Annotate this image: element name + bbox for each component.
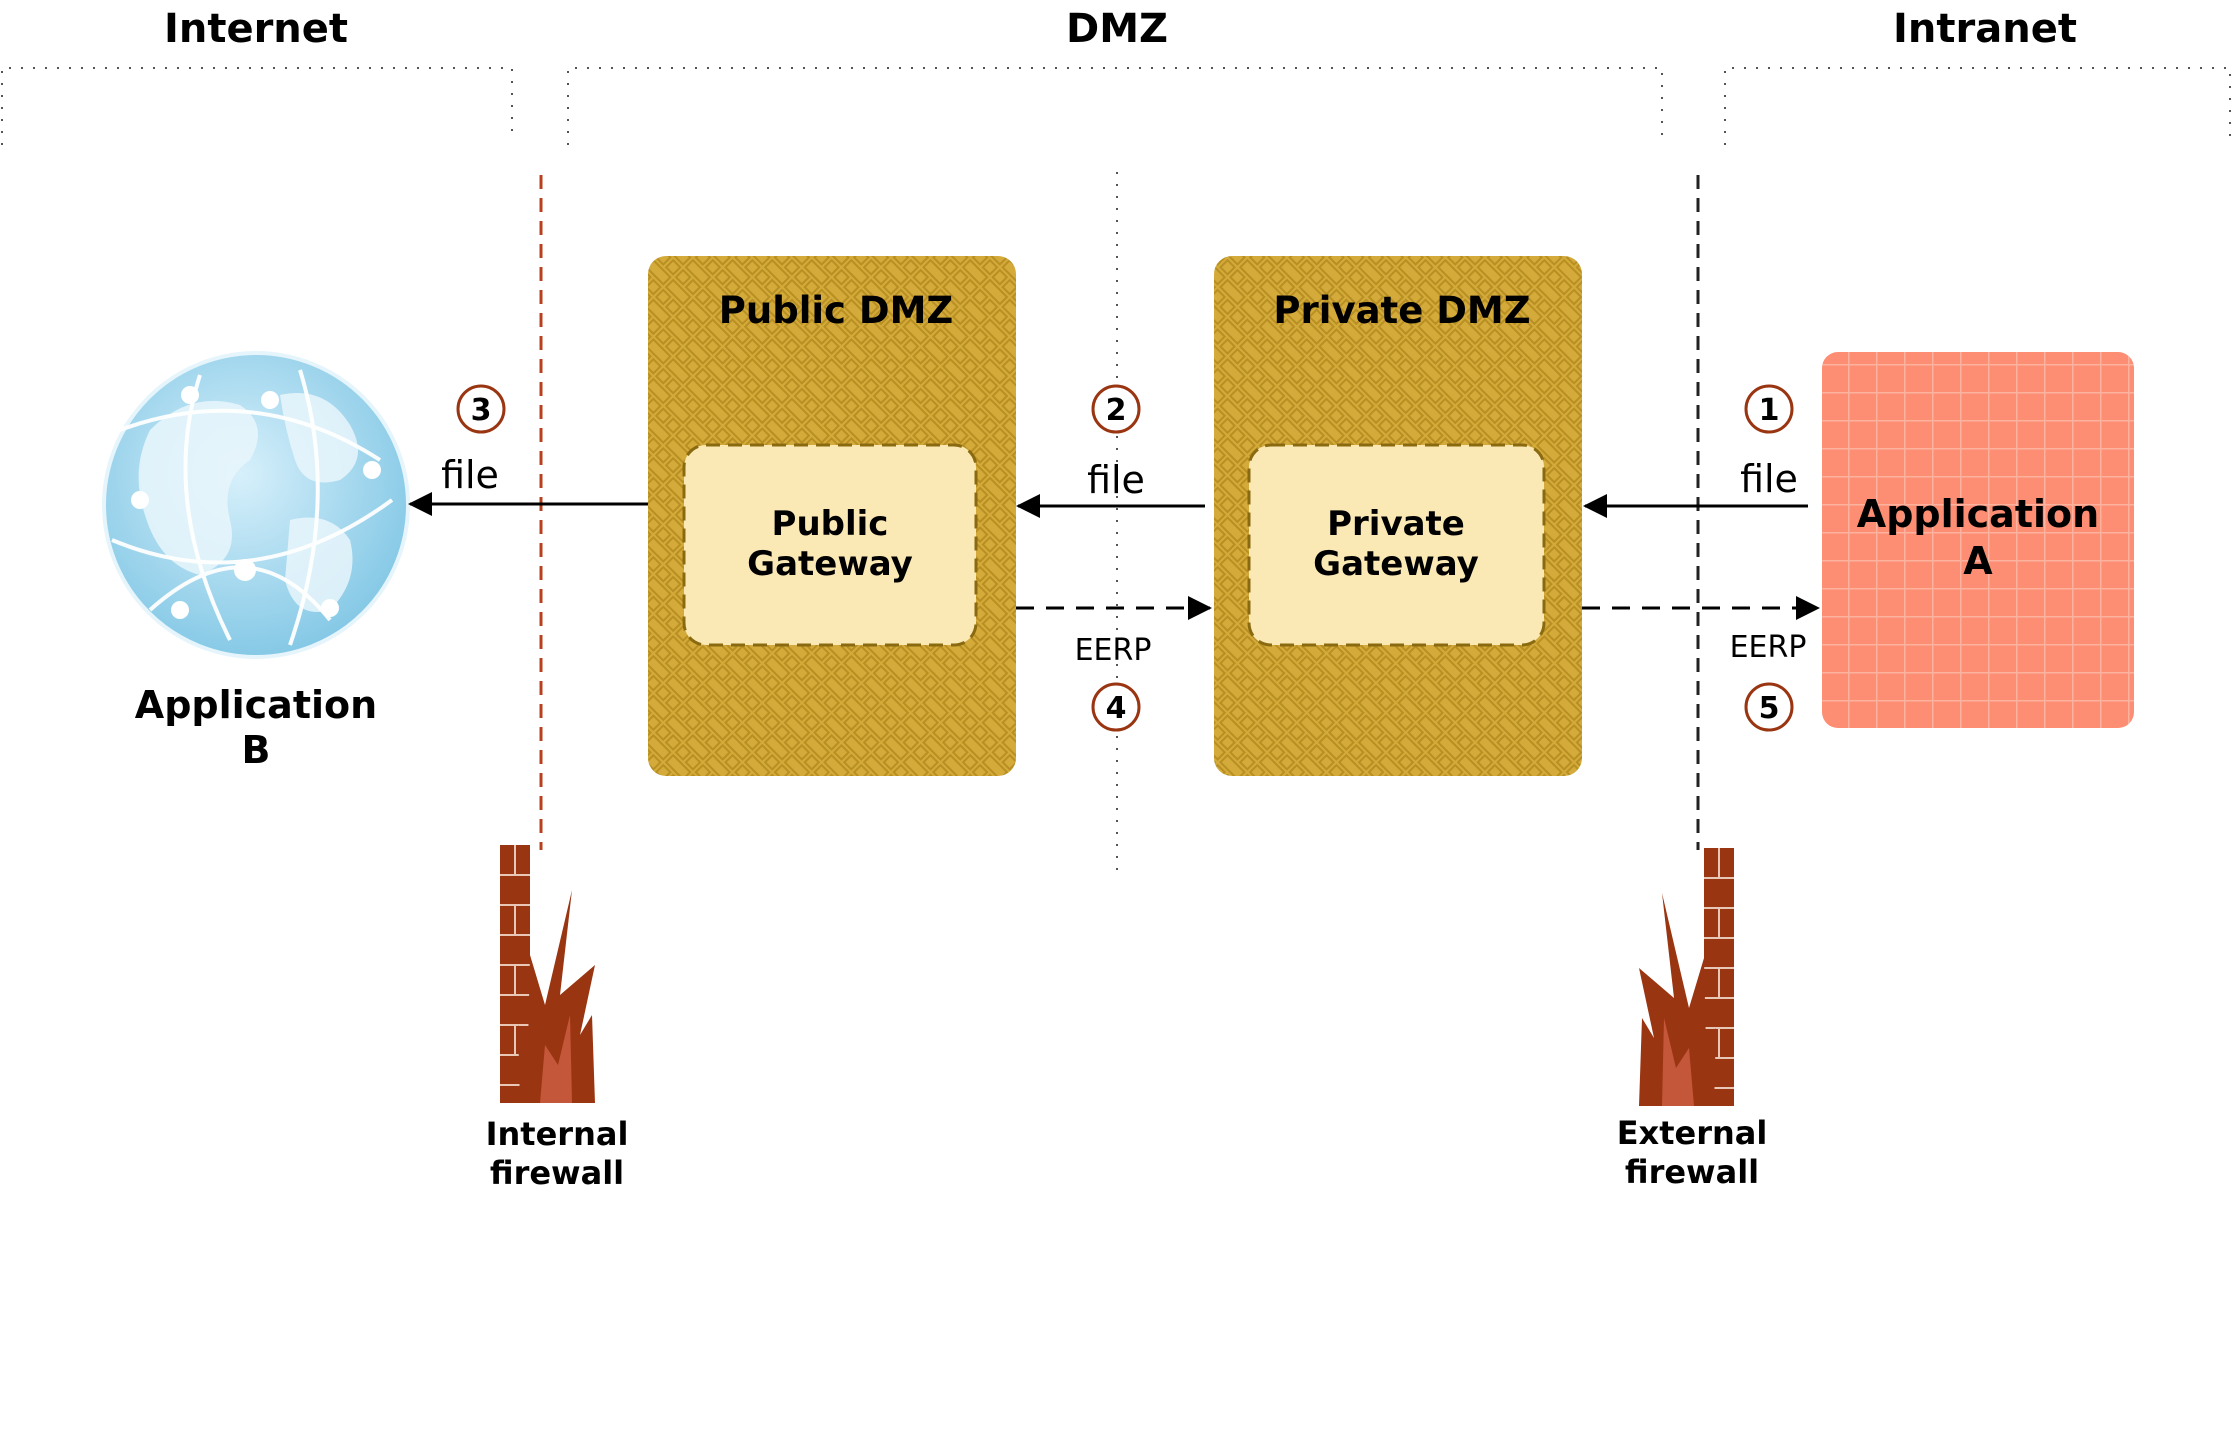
step-number-3: 3	[471, 393, 492, 428]
step-number-4: 4	[1106, 691, 1127, 726]
dmz-bracket	[567, 67, 1663, 145]
intranet-bracket	[1724, 67, 2231, 145]
step-number-5: 5	[1759, 691, 1780, 726]
application-a-box: Application A	[1822, 352, 2134, 728]
globe-icon	[102, 351, 410, 659]
step-badge-5: 5	[1744, 682, 1794, 732]
firewall-icon	[500, 845, 595, 1103]
step-badge-4: 4	[1091, 682, 1141, 732]
firewall-icon	[1639, 848, 1734, 1106]
flow-label-step2: file	[1087, 458, 1145, 502]
private-gateway-label-line2: Gateway	[1313, 544, 1479, 584]
flow-label-step4: EERP	[1075, 633, 1152, 668]
public-gateway-label-line2: Gateway	[747, 544, 913, 584]
step-badge-2: 2	[1091, 384, 1141, 434]
internet-bracket	[1, 67, 513, 145]
public-gateway-label-line1: Public	[772, 504, 889, 544]
step-badge-1: 1	[1744, 384, 1794, 434]
private-dmz-title: Private DMZ	[1273, 289, 1530, 332]
application-a-label-line1: Application	[1857, 492, 2099, 536]
flow-label-step3: file	[441, 453, 499, 497]
public-dmz-title: Public DMZ	[719, 289, 953, 332]
application-b-label-line1: Application	[135, 683, 377, 727]
step-number-2: 2	[1106, 393, 1127, 428]
step-number-1: 1	[1759, 393, 1780, 428]
flow-label-step1: file	[1740, 457, 1798, 501]
external-firewall-label-line2: firewall	[1625, 1153, 1759, 1191]
flow-label-step5: EERP	[1730, 630, 1807, 665]
zone-dmz-label: DMZ	[1066, 6, 1168, 52]
application-a-label-line2: A	[1963, 539, 1993, 583]
zone-intranet-label: Intranet	[1893, 6, 2077, 52]
zone-internet-label: Internet	[164, 6, 348, 52]
external-firewall-label-line1: External	[1617, 1114, 1768, 1152]
private-dmz-box: Private DMZ Private Gateway	[1214, 256, 1582, 776]
internal-firewall-label-line1: Internal	[486, 1115, 629, 1153]
step-badge-3: 3	[456, 384, 506, 434]
private-gateway-box: Private Gateway	[1247, 443, 1546, 647]
public-gateway-box: Public Gateway	[682, 443, 978, 647]
application-b-label-line2: B	[242, 728, 271, 772]
internal-firewall-label-line2: firewall	[490, 1154, 624, 1192]
public-dmz-box: Public DMZ Public Gateway	[648, 256, 1016, 776]
private-gateway-label-line1: Private	[1327, 504, 1465, 544]
zone-brackets	[1, 67, 2231, 145]
